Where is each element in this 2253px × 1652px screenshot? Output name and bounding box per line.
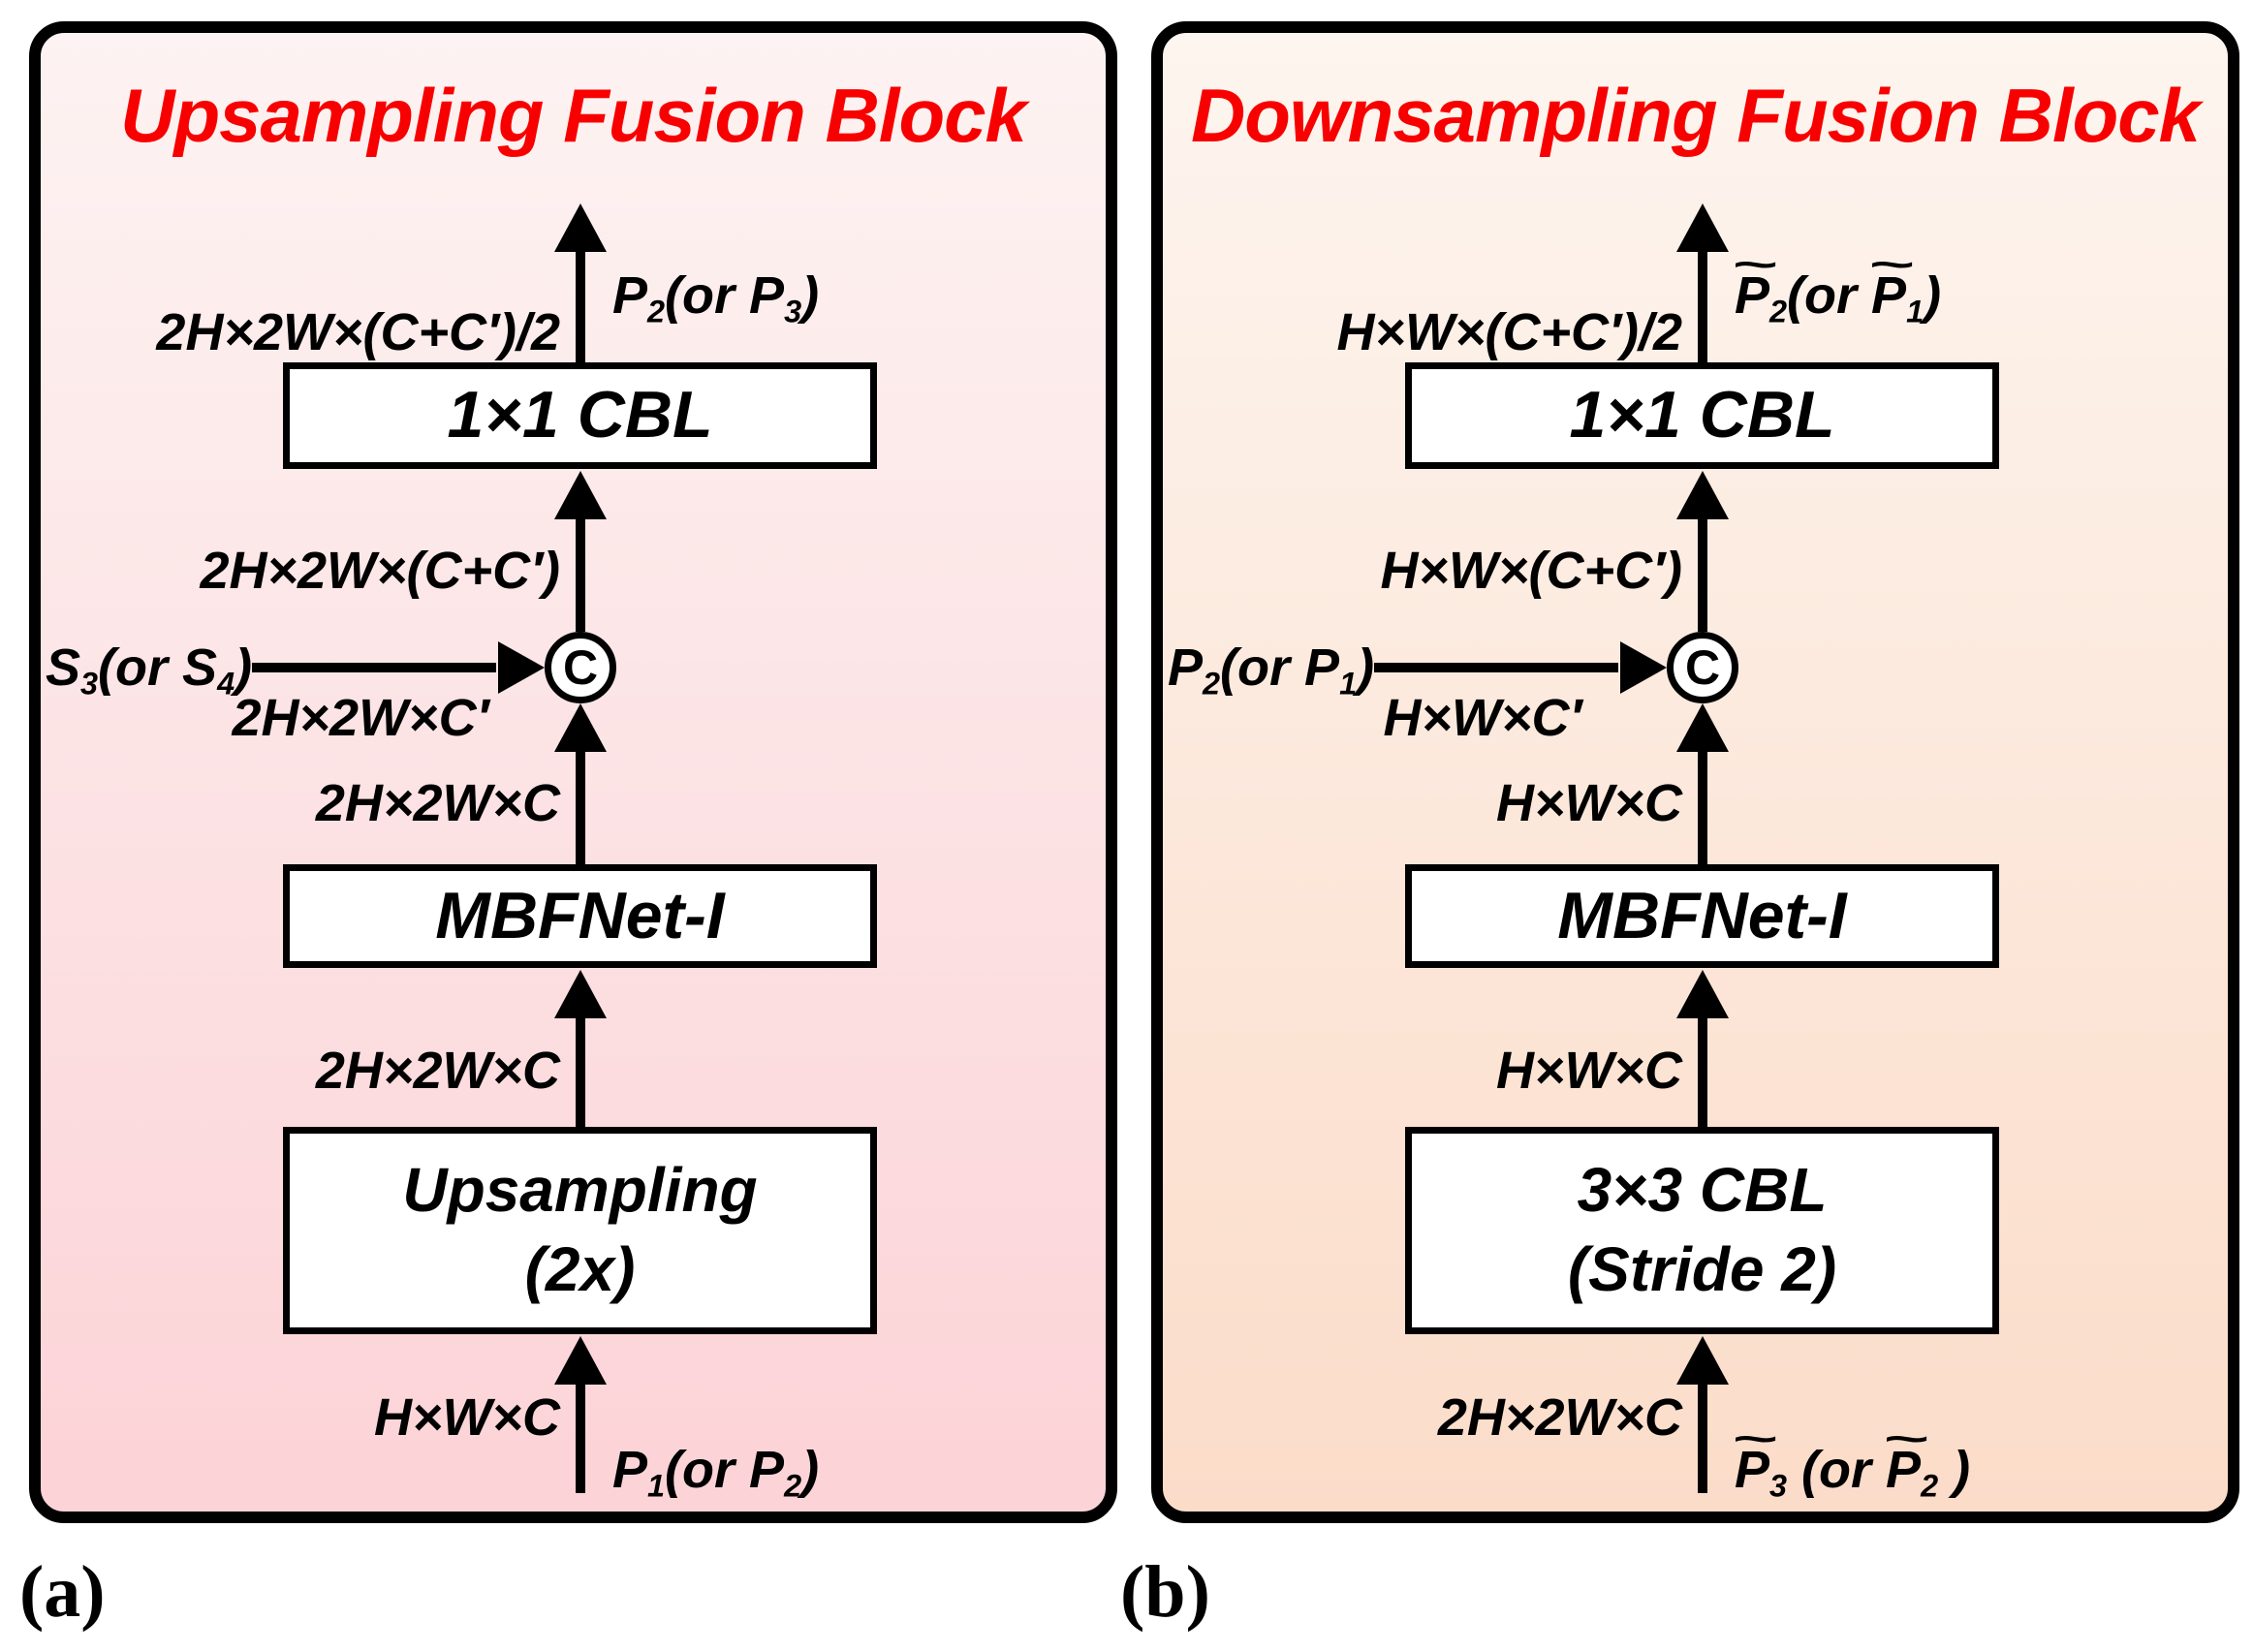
up-arrowhead-icon bbox=[1676, 203, 1729, 252]
panel-downsampling-fusion-block: Downsampling Fusion Block ~P2(or ~P1) H×… bbox=[1151, 21, 2239, 1523]
concat-to-cbl-arrow-line bbox=[1698, 515, 1707, 632]
up-arrowhead-icon bbox=[554, 703, 607, 752]
output-feature-label: P2(or P3) bbox=[612, 266, 820, 329]
upsampling-out-dim-label: 2H×2W×C bbox=[315, 1042, 560, 1100]
input-dim-label: 2H×2W×C bbox=[1437, 1388, 1682, 1447]
side-input-feature-label: P2(or P1) bbox=[1168, 639, 1375, 701]
concat-to-cbl-arrow-line bbox=[576, 515, 585, 632]
output-dim-label: H×W×(C+C′)/2 bbox=[1336, 303, 1682, 361]
stride-conv-box: 3×3 CBL (Stride 2) bbox=[1405, 1127, 1999, 1334]
up-arrowhead-icon bbox=[1676, 471, 1729, 519]
output-dim-label: 2H×2W×(C+C′)/2 bbox=[156, 303, 560, 361]
concat-dim-label: H×W×(C+C′) bbox=[1380, 542, 1682, 600]
mbfnet-box: MBFNet-I bbox=[283, 864, 877, 968]
caption-a: (a) bbox=[19, 1551, 106, 1633]
upsampling-to-mbfnet-arrow-line bbox=[576, 1014, 585, 1127]
caption-b: (b) bbox=[1120, 1551, 1210, 1633]
side-input-dim-label: H×W×C′ bbox=[1383, 689, 1582, 747]
input-feature-label: P1(or P2) bbox=[612, 1441, 820, 1504]
conv-1x1-cbl-label: 1×1 CBL bbox=[447, 378, 713, 452]
right-arrowhead-icon bbox=[1620, 641, 1667, 694]
conv-1x1-cbl-box: 1×1 CBL bbox=[1405, 362, 1999, 469]
side-input-arrow-line bbox=[1374, 663, 1618, 672]
up-arrowhead-icon bbox=[1676, 970, 1729, 1018]
concat-node: C bbox=[545, 632, 616, 703]
up-arrowhead-icon bbox=[554, 471, 607, 519]
panel-upsampling-fusion-block: Upsampling Fusion Block P2(or P3) 2H×2W×… bbox=[29, 21, 1117, 1523]
conv-1x1-cbl-box: 1×1 CBL bbox=[283, 362, 877, 469]
side-input-dim-label: 2H×2W×C′ bbox=[232, 689, 489, 747]
mbfnet-out-dim-label: 2H×2W×C bbox=[315, 774, 560, 832]
up-arrowhead-icon bbox=[1676, 1336, 1729, 1385]
stride-conv-out-dim-label: H×W×C bbox=[1495, 1042, 1682, 1100]
stride-conv-box-line1: 3×3 CBL bbox=[1577, 1155, 1828, 1226]
concat-letter: C bbox=[562, 640, 599, 695]
concat-letter: C bbox=[1684, 640, 1721, 695]
up-arrowhead-icon bbox=[554, 1336, 607, 1385]
stride-conv-box-line2: (Stride 2) bbox=[1567, 1234, 1837, 1304]
right-arrowhead-icon bbox=[498, 641, 545, 694]
side-input-feature-label: S3(or S4) bbox=[46, 639, 253, 701]
concat-dim-label: 2H×2W×(C+C′) bbox=[200, 542, 560, 600]
panel-title: Upsampling Fusion Block bbox=[120, 73, 1027, 158]
input-dim-label: H×W×C bbox=[373, 1388, 560, 1447]
mbfnet-to-concat-arrow-line bbox=[1698, 748, 1707, 864]
up-arrowhead-icon bbox=[554, 970, 607, 1018]
upsampling-box-line1: Upsampling bbox=[402, 1155, 758, 1226]
stride-conv-to-mbfnet-arrow-line bbox=[1698, 1014, 1707, 1127]
side-input-arrow-line bbox=[252, 663, 496, 672]
mbfnet-out-dim-label: H×W×C bbox=[1495, 774, 1682, 832]
output-arrow-line bbox=[576, 248, 585, 362]
upsampling-box: Upsampling (2x) bbox=[283, 1127, 877, 1334]
mbfnet-box: MBFNet-I bbox=[1405, 864, 1999, 968]
mbfnet-label: MBFNet-I bbox=[1557, 878, 1847, 952]
conv-1x1-cbl-label: 1×1 CBL bbox=[1569, 378, 1835, 452]
input-arrow-line bbox=[576, 1381, 585, 1493]
upsampling-box-line2: (2x) bbox=[524, 1234, 636, 1304]
mbfnet-label: MBFNet-I bbox=[435, 878, 725, 952]
input-feature-label: ~P3 (or ~P2 ) bbox=[1731, 1416, 1971, 1504]
output-feature-label: ~P2(or ~P1) bbox=[1731, 241, 1942, 329]
input-arrow-line bbox=[1698, 1381, 1707, 1493]
panel-title: Downsampling Fusion Block bbox=[1190, 73, 2201, 158]
up-arrowhead-icon bbox=[1676, 703, 1729, 752]
mbfnet-to-concat-arrow-line bbox=[576, 748, 585, 864]
output-arrow-line bbox=[1698, 248, 1707, 362]
up-arrowhead-icon bbox=[554, 203, 607, 252]
concat-node: C bbox=[1667, 632, 1738, 703]
